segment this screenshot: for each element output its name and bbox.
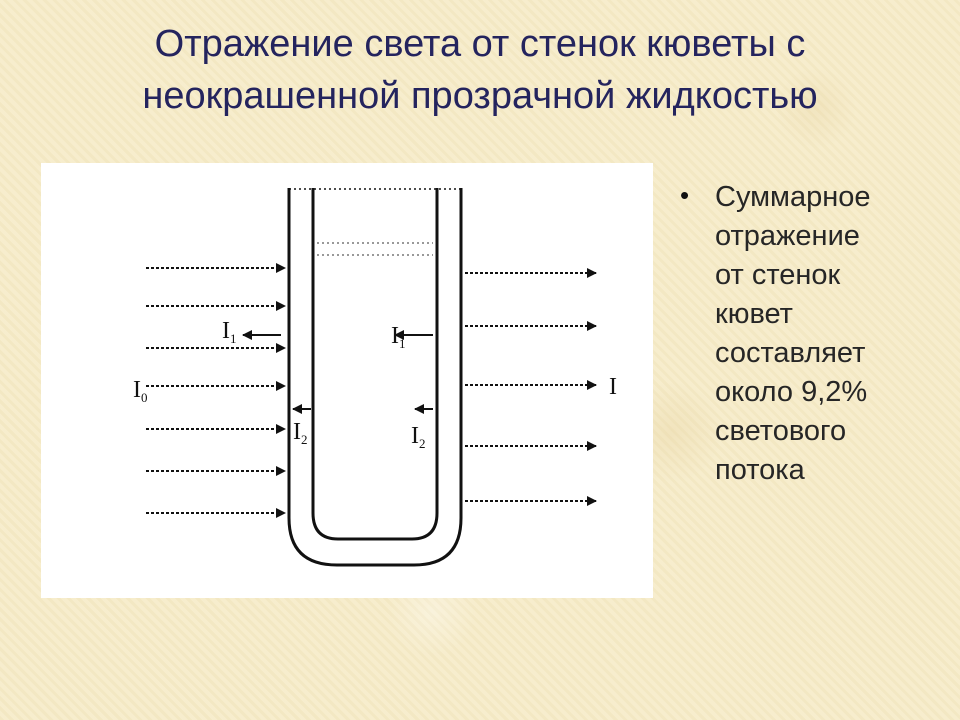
label-reflected-right-sub: 2 [419, 436, 426, 451]
label-reflected-right-I2: I2 [411, 423, 426, 451]
label-reflected-left-sub: 2 [301, 432, 308, 447]
label-incident-main: I [133, 377, 141, 403]
label-transmitted-I: I [609, 374, 617, 400]
label-reflected-right-main: I [411, 423, 419, 449]
label-reflected-outer-main: I [222, 318, 230, 344]
bullet-marker: • [680, 180, 690, 210]
cuvette-diagram-svg: I0 I1 I1 I2 I2 I [133, 188, 617, 567]
label-incident-sub: 0 [141, 390, 148, 405]
cuvette-inner-wall [311, 188, 439, 541]
title-line-2: неокрашенной прозрачной жидкостью [142, 75, 818, 117]
label-transmitted-main: I [609, 374, 617, 400]
bullet-text: Суммарное отражение от стенок кювет сост… [715, 181, 871, 486]
label-reflected-outer-sub: 1 [230, 331, 237, 346]
title-line-1: Отражение света от стенок кюветы с [154, 23, 806, 65]
label-reflected-inner-main: I [391, 323, 399, 349]
label-reflected-outer-I1: I1 [222, 318, 237, 346]
label-reflected-left-I2: I2 [293, 419, 308, 447]
cuvette-diagram: I0 I1 I1 I2 I2 I [41, 163, 653, 598]
label-incident-I0: I0 [133, 377, 148, 405]
label-reflected-inner-sub: 1 [399, 336, 406, 351]
label-reflected-left-main: I [293, 419, 301, 445]
cuvette-outer-wall [287, 188, 463, 567]
label-reflected-inner-I1: I1 [391, 323, 406, 351]
slide-title: Отражение света от стенок кюветы с неокр… [40, 18, 920, 122]
